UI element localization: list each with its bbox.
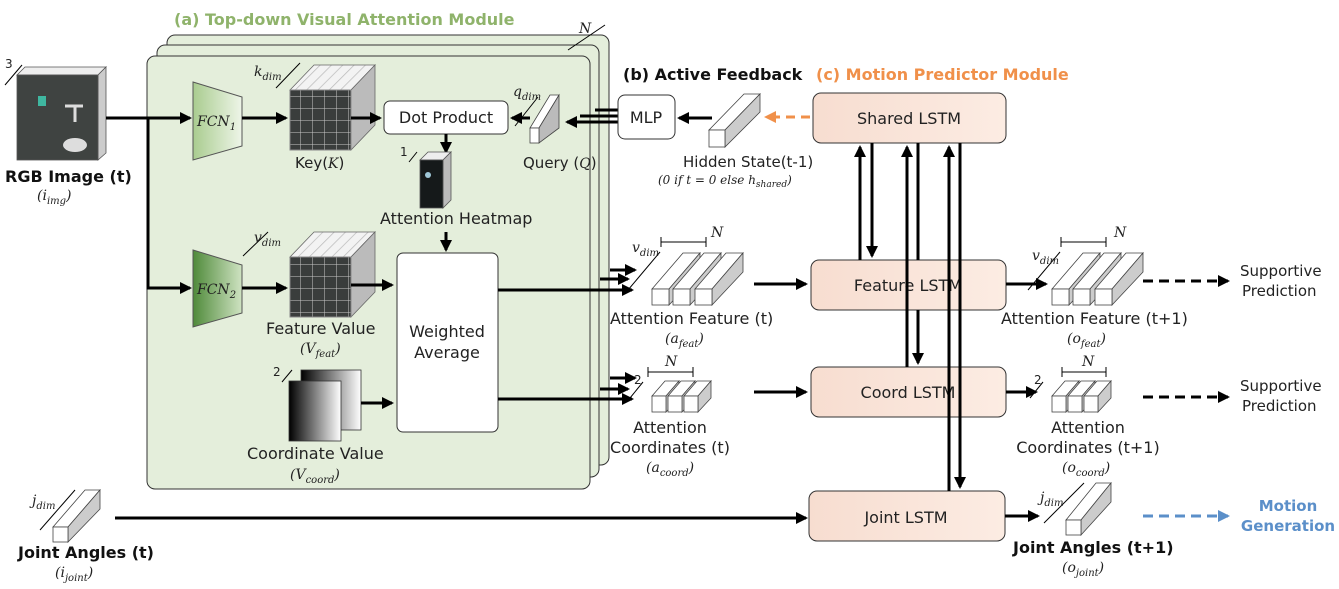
feature-value-cube: vdim Feature Value (Vfeat) (242, 230, 376, 360)
joint-symbol: (ijoint) (55, 565, 93, 584)
attention-heatmap: 1 Attention Heatmap (380, 145, 532, 228)
joint-lstm: Joint LSTM (808, 490, 1006, 542)
coordinate-value-symbol: (Vcoord) (290, 467, 340, 486)
query-vector: qdim Query (Q) (513, 84, 597, 172)
coord-two-label: 2 (634, 373, 642, 387)
attention-feature-t1-label: Attention Feature (t+1) (1001, 309, 1188, 328)
hidden-state-label: Hidden State(t-1) (683, 153, 813, 171)
heatmap-dim-label: 1 (400, 145, 408, 159)
joint-angles-t1-tensor: jdim Joint Angles (t+1) (ojoint) (1012, 481, 1174, 579)
rgb-image-input: 3 RGB Image (t) (iimg) (4, 57, 132, 207)
svg-text:N: N (1081, 354, 1095, 370)
attention-feature-t-label: Attention Feature (t) (610, 309, 773, 328)
attention-coordinates-t1-label-2: Coordinates (t+1) (1016, 438, 1159, 457)
fcn1-block: FCN1 (192, 81, 243, 161)
hidden-state-vector: Hidden State(t-1) (0 if t = 0 else hshar… (658, 93, 813, 190)
attention-feature-t1-tensor: N vdim Attention Feature (t+1) (ofeat) (1001, 225, 1188, 350)
supportive-prediction-2-label-2: Prediction (1242, 397, 1317, 415)
svg-text:vdim: vdim (1032, 248, 1059, 267)
dot-product-label: Dot Product (399, 108, 493, 127)
coord-dim-label: 2 (273, 365, 281, 379)
supportive-prediction-1-label-2: Prediction (1242, 282, 1317, 300)
svg-text:(acoord): (acoord) (646, 460, 694, 479)
fcn2-block: FCN2 (192, 249, 243, 328)
n-label: N (710, 225, 724, 241)
svg-text:(afeat): (afeat) (665, 331, 704, 350)
weighted-average-label-1: Weighted (409, 322, 485, 341)
rgb-symbol: (iimg) (37, 188, 72, 207)
feature-value-symbol: (Vfeat) (300, 341, 341, 360)
svg-text:jdim: jdim (1037, 490, 1063, 509)
lstm-vertical-wires (854, 143, 966, 491)
joint-angles-t1-label: Joint Angles (t+1) (1012, 538, 1174, 557)
attention-coordinates-t1-label-1: Attention (1051, 418, 1125, 437)
query-label: Query (Q) (523, 154, 597, 172)
attention-feature-t-tensor: N vdim Attention Feature (t) (afeat) (610, 225, 773, 350)
shared-lstm-label: Shared LSTM (857, 109, 961, 128)
query-dim-label: qdim (513, 84, 541, 103)
coord-lstm: Coord LSTM (810, 366, 1007, 418)
joint-angles-label: Joint Angles (t) (17, 543, 154, 562)
module-b-title: (b) Active Feedback (623, 65, 803, 84)
coord-lstm-label: Coord LSTM (861, 383, 956, 402)
svg-text:vdim: vdim (632, 240, 659, 259)
rgb-channel-label: 3 (5, 57, 13, 71)
attention-coordinates-t-label-2: Coordinates (t) (610, 438, 730, 457)
feature-value-label: Feature Value (266, 319, 375, 338)
rgb-image-label: RGB Image (t) (5, 167, 132, 186)
fcn2-label: FCN2 (196, 282, 236, 301)
module-a-title: (a) Top-down Visual Attention Module (174, 10, 515, 29)
key-dim-label: kdim (254, 64, 282, 83)
wire-mlp-query (565, 108, 618, 128)
svg-text:jdim: jdim (29, 493, 55, 512)
attention-coordinates-t-tensor: 2 N Attention Coordinates (t) (acoord) (610, 354, 730, 479)
svg-text:(ofeat): (ofeat) (1067, 331, 1106, 350)
heatmap-label: Attention Heatmap (380, 209, 532, 228)
supportive-prediction-1-label-1: Supportive (1240, 262, 1322, 280)
module-c-title: (c) Motion Predictor Module (816, 65, 1069, 84)
fcn1-label: FCN1 (196, 114, 236, 133)
wire-avg-coord (498, 372, 637, 405)
joint-angles-input: jdim Joint Angles (t) (ijoint) (17, 488, 154, 584)
attention-coordinates-t1-tensor: 2 N Attention Coordinates (t+1) (ocoord) (1016, 354, 1159, 479)
svg-text:(ojoint): (ojoint) (1062, 560, 1104, 579)
wire-rgb-fcn2 (146, 118, 192, 294)
weighted-average-box (396, 252, 499, 433)
key-label: Key(K) (295, 154, 344, 172)
hidden-state-note: (0 if t = 0 else hshared) (658, 173, 792, 190)
svg-text:N: N (1113, 225, 1127, 241)
weighted-average-label-2: Average (414, 343, 480, 362)
supportive-prediction-2-label-1: Supportive (1240, 377, 1322, 395)
mlp-box (617, 94, 676, 140)
svg-text:2: 2 (1034, 373, 1042, 387)
svg-text:(ocoord): (ocoord) (1062, 460, 1110, 479)
motion-generation-label-2: Generation (1241, 517, 1335, 535)
shared-lstm: Shared LSTM (812, 92, 1007, 144)
stack-count-label: N (578, 21, 592, 37)
coordinate-value-label: Coordinate Value (247, 444, 384, 463)
wire-avg-feature (498, 264, 637, 296)
mlp-label: MLP (630, 108, 663, 127)
motion-generation-label-1: Motion (1259, 497, 1318, 515)
coordinate-value: 2 Coordinate Value (Vcoord) (247, 365, 384, 486)
key-cube: kdim Key(K) (254, 62, 376, 172)
svg-text:N: N (664, 354, 678, 370)
attention-coordinates-t-label-1: Attention (633, 418, 707, 437)
value-dim-label: vdim (254, 230, 281, 249)
joint-lstm-label: Joint LSTM (863, 508, 947, 527)
